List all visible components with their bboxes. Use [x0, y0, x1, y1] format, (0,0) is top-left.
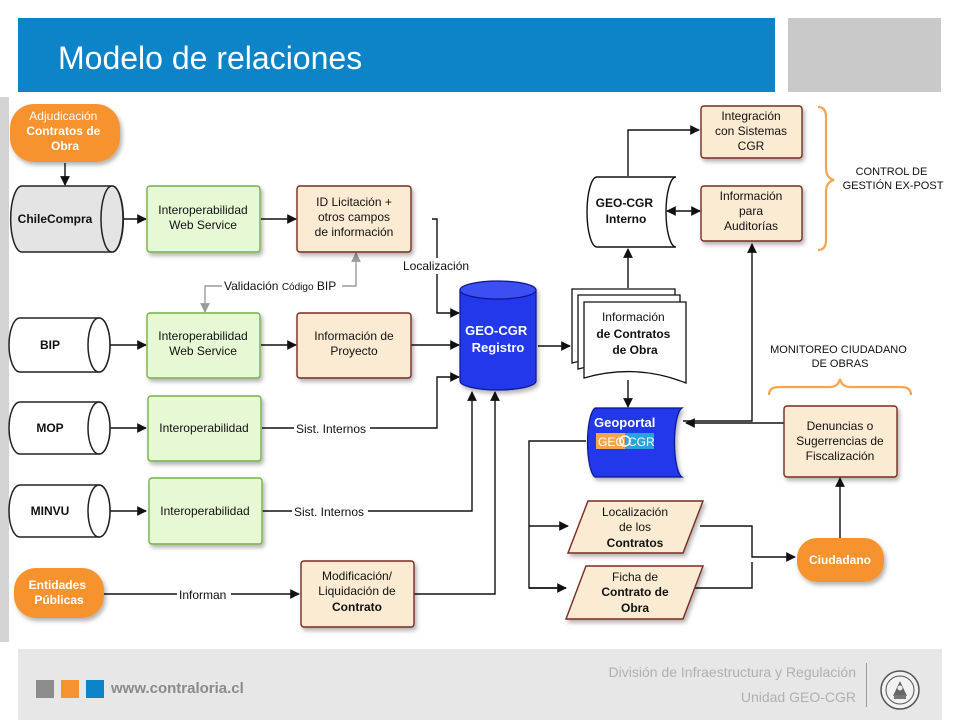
node-entidades-publicas — [14, 568, 104, 618]
label-bg — [294, 421, 370, 437]
svg-text:ChileCompra: ChileCompra — [18, 212, 93, 226]
label-bg — [400, 258, 474, 274]
edge-label-sist-internos-1: Sist. Internos — [296, 422, 366, 436]
edge-label-informan: Informan — [179, 588, 226, 602]
edge-ficha-ciudadano — [690, 562, 753, 589]
edge-label-validacion: Validación Código BIP — [224, 279, 336, 293]
node-denuncias — [783, 405, 898, 478]
label-bg — [177, 587, 231, 603]
node-adjudicacion — [10, 104, 120, 162]
edge-interop-registro-2 — [262, 391, 477, 512]
node-modificacion — [300, 560, 415, 628]
source-cylinders: ChileCompra BIP MOP MINVU — [8, 185, 125, 538]
node-ficha-contrato — [564, 565, 705, 620]
edge-interno-integracion — [627, 125, 700, 176]
edge-localizacion-ciudadano — [700, 525, 796, 562]
node-ciudadano — [797, 538, 884, 582]
footer-unit: Unidad GEO-CGR — [740, 689, 856, 705]
node-interop-ws-2 — [146, 312, 261, 379]
bracket-control — [817, 105, 835, 252]
node-id-licitacion — [296, 185, 412, 253]
node-interop-ws-1 — [146, 185, 261, 253]
edge-interop-registro-1 — [262, 372, 460, 429]
footer-square-orange — [61, 680, 79, 698]
node-geo-cgr-registro — [459, 280, 537, 391]
bracket-monitoreo — [767, 378, 913, 396]
node-integracion — [700, 105, 803, 159]
svg-text:MINVU: MINVU — [31, 504, 70, 518]
node-interop-4 — [148, 477, 263, 545]
left-edge-bar — [0, 97, 9, 642]
node-minvu: MINVU — [8, 484, 111, 538]
svg-text:CGR: CGR — [628, 435, 655, 449]
edge-modificacion-registro — [414, 391, 500, 595]
node-chilecompra: ChileCompra — [9, 185, 125, 253]
geocgr-logo: GEO CGR — [596, 433, 655, 449]
node-localizacion-contratos — [566, 500, 705, 554]
footer-divider — [866, 663, 867, 707]
contraloria-seal-icon — [880, 670, 920, 710]
footer-square-blue — [86, 680, 104, 698]
edge-label-sist-internos-2: Sist. Internos — [294, 505, 364, 519]
node-geoportal-label: Geoportal — [594, 415, 655, 430]
node-info-contratos — [571, 288, 687, 384]
node-info-proyecto — [296, 312, 412, 379]
label-monitoreo-ciudadano: MONITOREO CIUDADANO DE OBRAS — [770, 344, 910, 370]
edge-label-localizacion: Localización — [403, 259, 469, 273]
node-registro-label: GEO-CGR Registro — [465, 323, 531, 355]
node-info-contratos-label: Información de Contratos de Obra — [596, 310, 673, 357]
node-info-auditorias — [700, 185, 803, 242]
footer-division: División de Infraestructura y Regulación — [608, 664, 856, 680]
node-interop-4-label: Interoperabilidad — [160, 504, 249, 518]
node-mop: MOP — [8, 401, 111, 455]
node-bip: BIP — [8, 317, 111, 373]
node-ciudadano-label: Ciudadano — [809, 553, 871, 567]
title-bar: Modelo de relaciones — [18, 18, 775, 92]
node-interop-3-label: Interoperabilidad — [159, 421, 248, 435]
node-entidades-label: Entidades Públicas — [29, 578, 90, 607]
edge-geoportal-auditorias — [683, 243, 757, 422]
website-link[interactable]: www.contraloria.cl — [111, 680, 244, 697]
page-title: Modelo de relaciones — [58, 40, 363, 76]
footer-square-gray — [36, 680, 54, 698]
svg-text:BIP: BIP — [40, 338, 60, 352]
node-adjudicacion-label: Adjudicación Contratos de Obra — [26, 109, 103, 153]
node-interno-label: GEO-CGR Interno — [596, 196, 657, 226]
edge-geoportal-branch — [528, 440, 586, 589]
label-control-gestion: CONTROL DE GESTIÓN EX-POST — [843, 166, 944, 192]
title-accent-block — [788, 18, 941, 92]
svg-text:GEO: GEO — [598, 435, 625, 449]
label-bg — [222, 278, 342, 294]
node-geo-cgr-interno — [586, 176, 677, 248]
footer: www.contraloria.cl División de Infraestr… — [18, 649, 942, 720]
svg-text:MOP: MOP — [36, 421, 63, 435]
node-interop-3 — [147, 395, 262, 462]
label-bg — [292, 504, 368, 520]
